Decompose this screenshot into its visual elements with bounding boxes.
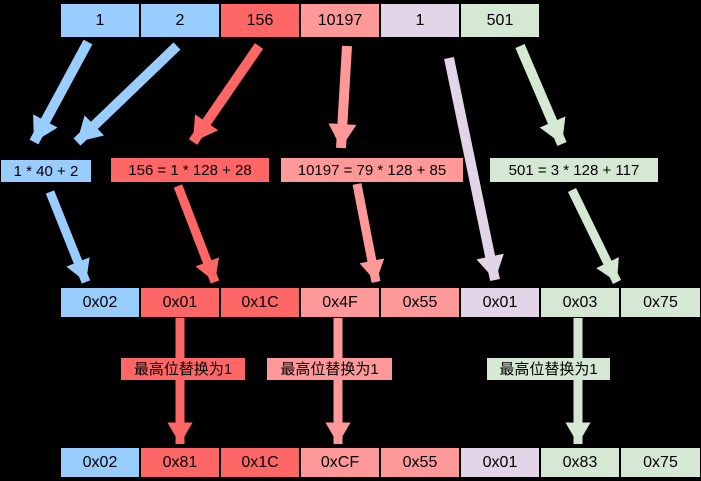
arrow-formula-salmon-to-byte (352, 183, 385, 283)
arrow-501-to-formula (515, 44, 567, 146)
varint-value-cell: 501 (460, 3, 540, 38)
replace-msb-label: 最高位替换为1 (121, 358, 245, 380)
arrow-10197-to-formula (328, 45, 357, 149)
decomposition-formula: 156 = 1 * 128 + 28 (110, 157, 270, 183)
arrow-value1-to-formula (29, 39, 93, 145)
encoded-byte-cell: 0x01 (140, 287, 220, 318)
final-byte-cell: 0x55 (380, 447, 460, 478)
varint-value-cell: 1 (60, 3, 140, 38)
decomposition-formula: 501 = 3 * 128 + 117 (489, 157, 659, 183)
arrow-value2-to-formula (73, 42, 181, 146)
varint-value-cell: 1 (380, 3, 460, 38)
final-byte-cell: 0x83 (540, 447, 620, 478)
arrow-formula-red-to-byte (173, 184, 220, 284)
varint-value-cell: 10197 (300, 3, 380, 38)
encoded-byte-cell: 0x01 (460, 287, 540, 318)
final-byte-cell: 0x1C (220, 447, 300, 478)
final-byte-cell: 0xCF (300, 447, 380, 478)
encoded-byte-cell: 0x75 (620, 287, 701, 318)
encoded-byte-cell: 0x1C (220, 287, 300, 318)
encoded-byte-cell: 0x4F (300, 287, 380, 318)
arrow-lavender1-to-byte (444, 56, 504, 282)
final-byte-cell: 0x02 (60, 447, 140, 478)
encoded-byte-cell: 0x03 (540, 287, 620, 318)
decomposition-formula: 10197 = 79 * 128 + 85 (280, 157, 464, 183)
encoded-byte-cell: 0x55 (380, 287, 460, 318)
encoded-byte-cell: 0x02 (60, 287, 140, 318)
final-byte-cell: 0x01 (460, 447, 540, 478)
final-byte-cell: 0x81 (140, 447, 220, 478)
replace-msb-label: 最高位替换为1 (487, 358, 610, 380)
decomposition-formula: 1 * 40 + 2 (0, 159, 92, 183)
varint-value-cell: 2 (140, 3, 220, 38)
final-byte-cell: 0x75 (620, 447, 701, 478)
replace-msb-label: 最高位替换为1 (267, 358, 392, 380)
arrow-formula-green-to-byte (567, 188, 622, 284)
varint-value-cell: 156 (220, 3, 300, 38)
arrow-formula-blue-to-byte (45, 190, 91, 284)
arrow-156-to-formula (188, 43, 264, 145)
